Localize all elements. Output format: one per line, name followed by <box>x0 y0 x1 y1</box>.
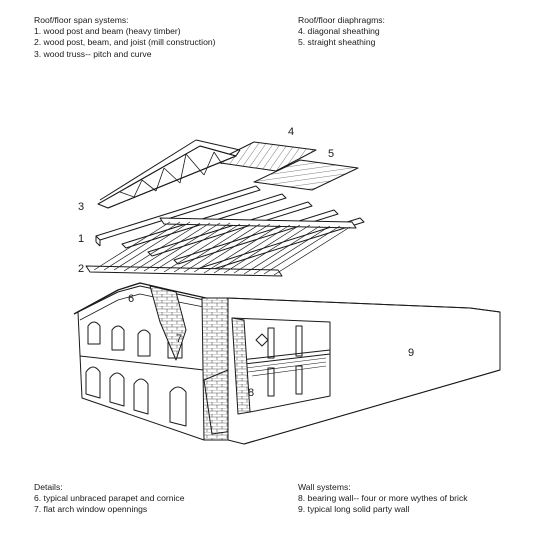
legend-heading: Details: <box>34 482 63 492</box>
legend-item: 2. wood post, beam, and joist (mill cons… <box>34 37 216 48</box>
callout-8: 8 <box>248 387 254 399</box>
post-and-beam-layer <box>95 185 365 273</box>
front-facade <box>73 282 207 441</box>
callout-3: 3 <box>78 201 84 213</box>
callout-9: 9 <box>408 347 414 359</box>
straight-sheathing <box>253 159 359 191</box>
legend-item: 7. flat arch window opennings <box>34 504 148 515</box>
legend-span-systems: Roof/floor span systems: 1. wood post an… <box>34 15 216 60</box>
callout-6: 6 <box>128 293 134 305</box>
legend-item: 4. diagonal sheathing <box>298 26 380 37</box>
legend-item: 9. typical long solid party wall <box>298 504 410 515</box>
callout-2: 2 <box>78 263 84 275</box>
legend-heading: Roof/floor span systems: <box>34 15 129 25</box>
diagonal-sheathing <box>213 141 317 172</box>
legend-item: 3. wood truss-- pitch and curve <box>34 48 152 59</box>
callout-1: 1 <box>78 233 84 245</box>
wood-truss <box>97 139 241 209</box>
legend-wall-systems: Wall systems: 8. bearing wall-- four or … <box>298 482 468 516</box>
callout-4: 4 <box>288 126 294 138</box>
callout-7: 7 <box>176 333 182 345</box>
legend-item: 8. bearing wall-- four or more wythes of… <box>298 493 468 504</box>
legend-item: 5. straight sheathing <box>298 37 376 48</box>
legend-item: 6. typical unbraced parapet and cornice <box>34 493 185 504</box>
legend-heading: Wall systems: <box>298 482 351 492</box>
legend-heading: Roof/floor diaphragms: <box>298 15 385 25</box>
beam-and-joist-layer <box>85 217 357 277</box>
interior-cutaway <box>231 317 331 415</box>
legend-item: 1. wood post and beam (heavy timber) <box>34 26 181 37</box>
callout-5: 5 <box>328 148 334 160</box>
legend-details: Details: 6. typical unbraced parapet and… <box>34 482 185 516</box>
legend-diaphragms: Roof/floor diaphragms: 4. diagonal sheat… <box>298 15 385 49</box>
